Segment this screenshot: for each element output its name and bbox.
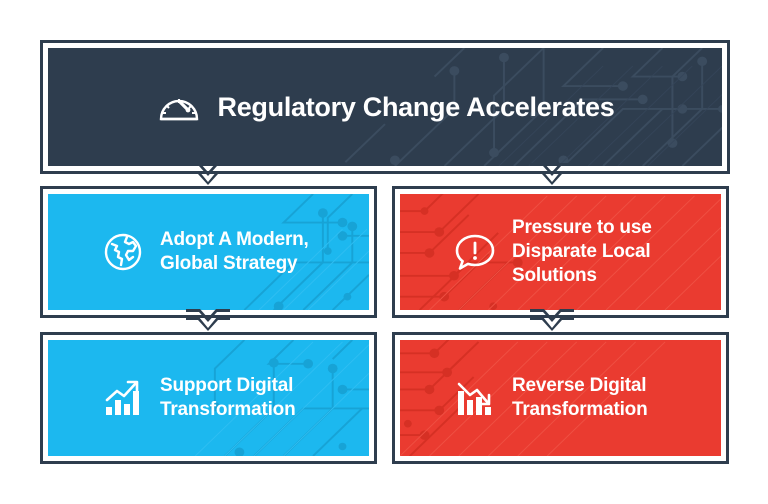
card-content-bottom-right: Reverse Digital Transformation bbox=[400, 374, 648, 422]
card-body-bottom-right: Reverse Digital Transformation bbox=[400, 340, 721, 456]
speedometer-icon bbox=[156, 84, 202, 130]
card-pressure-disparate-local-solutions[interactable]: Pressure to use Disparate Local Solution… bbox=[392, 186, 729, 318]
bar-chart-up-icon bbox=[100, 375, 146, 421]
card-adopt-modern-global-strategy[interactable]: Adopt A Modern, Global Strategy bbox=[40, 186, 377, 318]
card-label-top-left: Adopt A Modern, Global Strategy bbox=[160, 229, 309, 274]
header-content: Regulatory Change Accelerates bbox=[156, 84, 615, 130]
card-label-top-right: Pressure to use Disparate Local Solution… bbox=[512, 217, 652, 286]
card-content-bottom-left: Support Digital Transformation bbox=[48, 374, 296, 422]
card-content-top-left: Adopt A Modern, Global Strategy bbox=[48, 228, 309, 276]
card-reverse-digital-transformation[interactable]: Reverse Digital Transformation bbox=[392, 332, 729, 464]
card-support-digital-transformation[interactable]: Support Digital Transformation bbox=[40, 332, 377, 464]
header-card: Regulatory Change Accelerates bbox=[40, 40, 730, 174]
card-body-top-right: Pressure to use Disparate Local Solution… bbox=[400, 194, 721, 310]
page-title: Regulatory Change Accelerates bbox=[217, 91, 615, 122]
globe-icon bbox=[100, 229, 146, 275]
header-card-body: Regulatory Change Accelerates bbox=[48, 48, 722, 166]
bar-chart-down-icon bbox=[452, 375, 498, 421]
card-body-top-left: Adopt A Modern, Global Strategy bbox=[48, 194, 369, 310]
card-content-top-right: Pressure to use Disparate Local Solution… bbox=[400, 216, 652, 287]
speech-bubble-alert-icon bbox=[452, 229, 498, 275]
card-label-bottom-right: Reverse Digital Transformation bbox=[512, 375, 648, 420]
card-label-bottom-left: Support Digital Transformation bbox=[160, 375, 296, 420]
card-body-bottom-left: Support Digital Transformation bbox=[48, 340, 369, 456]
